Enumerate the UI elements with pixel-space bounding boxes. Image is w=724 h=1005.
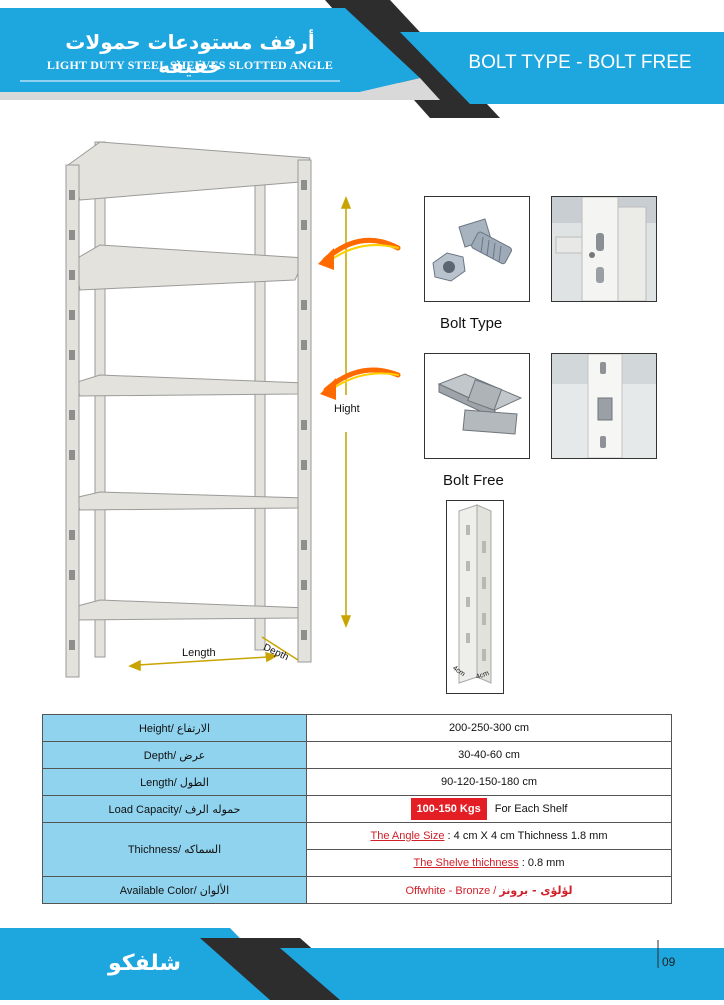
- page-footer: [0, 920, 724, 1000]
- header-banner: [0, 0, 724, 118]
- spec-label-ar: الطول: [179, 775, 209, 789]
- table-row: Height/ الارتفاع 200-250-300 cm: [42, 714, 672, 742]
- spec-label-ar: حموله الرف: [184, 802, 241, 816]
- header-title-english: LIGHT DUTY STEEL SHELVES SLOTTED ANGLE: [46, 58, 334, 72]
- table-row: Thichness/ السماكه The Angle Size : 4 cm…: [42, 822, 672, 877]
- spec-value-height: 200-250-300 cm: [306, 714, 672, 742]
- color-value-en: Offwhite - Bronze /: [405, 884, 497, 897]
- height-label: Hight: [334, 403, 360, 415]
- spec-value-depth: 30-40-60 cm: [306, 741, 672, 769]
- table-row: Available Color/ الألوان Offwhite - Bron…: [42, 876, 672, 904]
- company-logo: شلفكو: [108, 951, 182, 976]
- spec-label-load: Load Capacity/ حموله الرف: [42, 795, 307, 823]
- table-row: Load Capacity/ حموله الرف 100-150 Kgs For…: [42, 795, 672, 823]
- spec-value-angle-size: The Angle Size : 4 cm X 4 cm Thichness 1…: [306, 822, 672, 850]
- angle-size-value: : 4 cm X 4 cm Thichness 1.8 mm: [447, 830, 608, 842]
- spec-label-en: Depth/: [143, 749, 177, 762]
- spec-label-color: Available Color/ الألوان: [42, 876, 307, 904]
- header-title-arabic: أرفف مستودعات حمولات خفيفه: [65, 30, 315, 78]
- spec-label-ar: الألوان: [199, 883, 230, 897]
- angle-size-label: The Angle Size: [370, 830, 445, 842]
- spec-value-color: Offwhite - Bronze / لؤلؤى - برونز: [306, 876, 672, 904]
- spec-label-height: Height/ الارتفاع: [42, 714, 307, 742]
- bolt-type-installed-photo: [551, 196, 657, 302]
- bolt-free-installed-photo: [551, 353, 657, 459]
- spec-label-en: Height/: [138, 722, 174, 735]
- spec-label-thickness: Thichness/ السماكه: [42, 822, 307, 877]
- load-suffix: For Each Shelf: [494, 803, 568, 815]
- page-number: 09: [662, 955, 676, 969]
- footer-banner: [0, 928, 724, 1000]
- header-type-label: BOLT TYPE - BOLT FREE: [468, 52, 692, 73]
- bolt-type-caption: Bolt Type: [440, 315, 503, 332]
- table-row: Depth/ عرض 30-40-60 cm: [42, 741, 672, 769]
- spec-label-length: Length/ الطول: [42, 768, 307, 796]
- spec-value-load: 100-150 Kgs For Each Shelf: [306, 795, 672, 823]
- page-header: أرفف مستودعات حمولات خفيفه LIGHT DUTY ST…: [0, 0, 724, 120]
- spec-label-en: Thichness/: [127, 844, 182, 856]
- bolt-and-nut-photo: [424, 196, 530, 302]
- color-value-ar: لؤلؤى - برونز: [499, 883, 573, 897]
- length-label: Length: [182, 647, 216, 659]
- spec-label-en: Load Capacity/: [108, 803, 182, 816]
- table-row: Length/ الطول 90-120-150-180 cm: [42, 768, 672, 796]
- spec-label-ar: السماكه: [184, 843, 222, 856]
- spec-value-shelve-thickness: The Shelve thichness : 0.8 mm: [306, 849, 672, 877]
- shelve-thickness-label: The Shelve thichness: [413, 857, 519, 869]
- product-illustration: Hight Length Depth Bolt Type: [0, 120, 724, 710]
- bolt-free-caption: Bolt Free: [443, 472, 504, 489]
- spec-label-ar: عرض: [179, 748, 206, 762]
- spec-label-en: Available Color/: [119, 884, 197, 897]
- shelve-thickness-value: : 0.8 mm: [521, 857, 565, 869]
- shelf-unit-drawing: [65, 141, 401, 678]
- spec-label-depth: Depth/ عرض: [42, 741, 307, 769]
- load-capacity-badge: 100-150 Kgs: [410, 798, 487, 820]
- table-row: The Shelve thichness : 0.8 mm: [43, 849, 672, 877]
- spec-label-ar: الارتفاع: [176, 721, 211, 735]
- slotted-angle-photo: [446, 500, 504, 694]
- spec-value-length: 90-120-150-180 cm: [306, 768, 672, 796]
- spec-label-en: Length/: [140, 776, 177, 789]
- specifications-table: Height/ الارتفاع 200-250-300 cm Depth/ ع…: [42, 714, 672, 904]
- bolt-free-connector-photo: [424, 353, 530, 459]
